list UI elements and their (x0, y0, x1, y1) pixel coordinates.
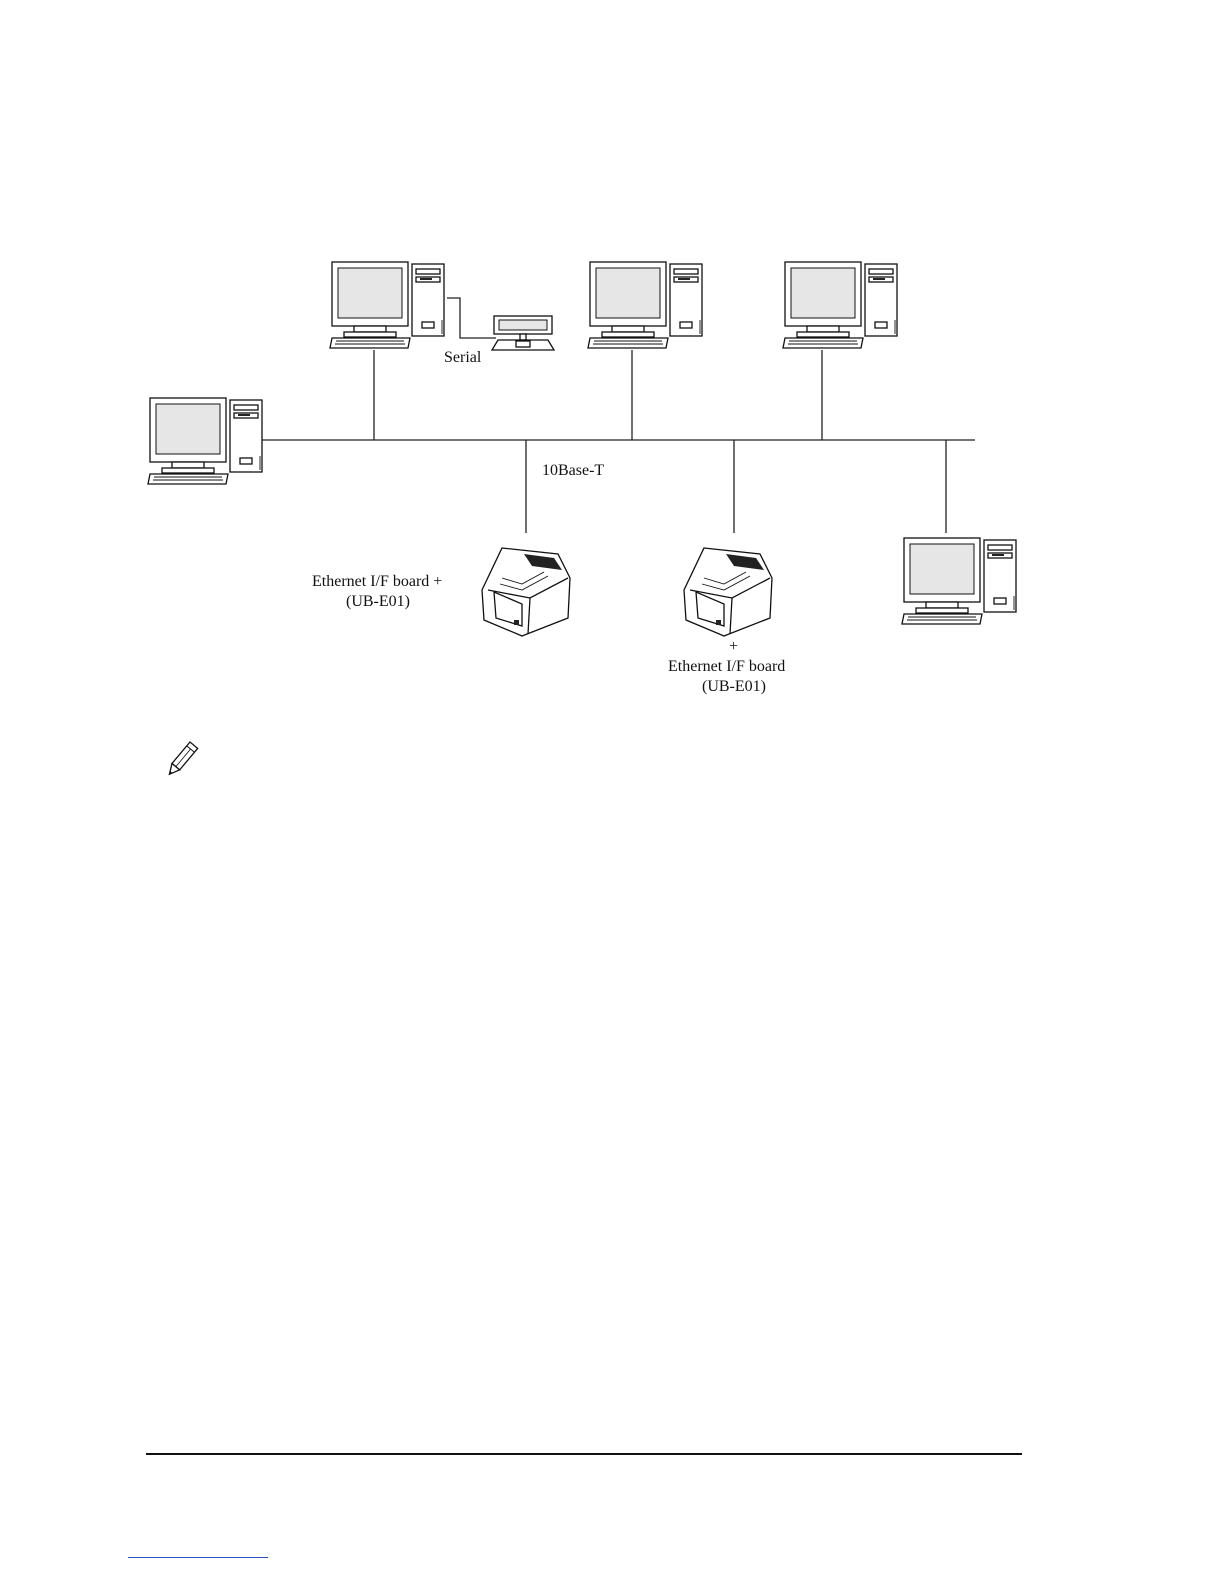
serial-label: Serial (444, 349, 482, 366)
printer-2-label-line-1: Ethernet I/F board (668, 658, 785, 675)
printer-2-plus-label: + (729, 638, 738, 655)
receipt-printer-icon-2 (684, 548, 772, 636)
pencil-note-icon (166, 742, 198, 778)
printer-2-label-line-2: (UB-E01) (702, 678, 766, 695)
customer-display-icon (492, 316, 554, 350)
computer-terminal-3 (783, 262, 897, 348)
computer-terminal-1 (330, 262, 444, 348)
receipt-printer-icon-1 (482, 548, 570, 636)
printer-1-label-line-2: (UB-E01) (346, 593, 410, 610)
footer-rule (146, 1453, 1022, 1455)
computer-terminal-2 (588, 262, 702, 348)
printer-1-label-line-1: Ethernet I/F board + (312, 573, 442, 590)
computer-terminal-4 (148, 398, 262, 484)
network-type-label: 10Base-T (542, 462, 604, 479)
serial-cable (447, 298, 496, 338)
computer-terminal-5 (902, 538, 1016, 624)
page-link-underline[interactable] (128, 1557, 268, 1558)
